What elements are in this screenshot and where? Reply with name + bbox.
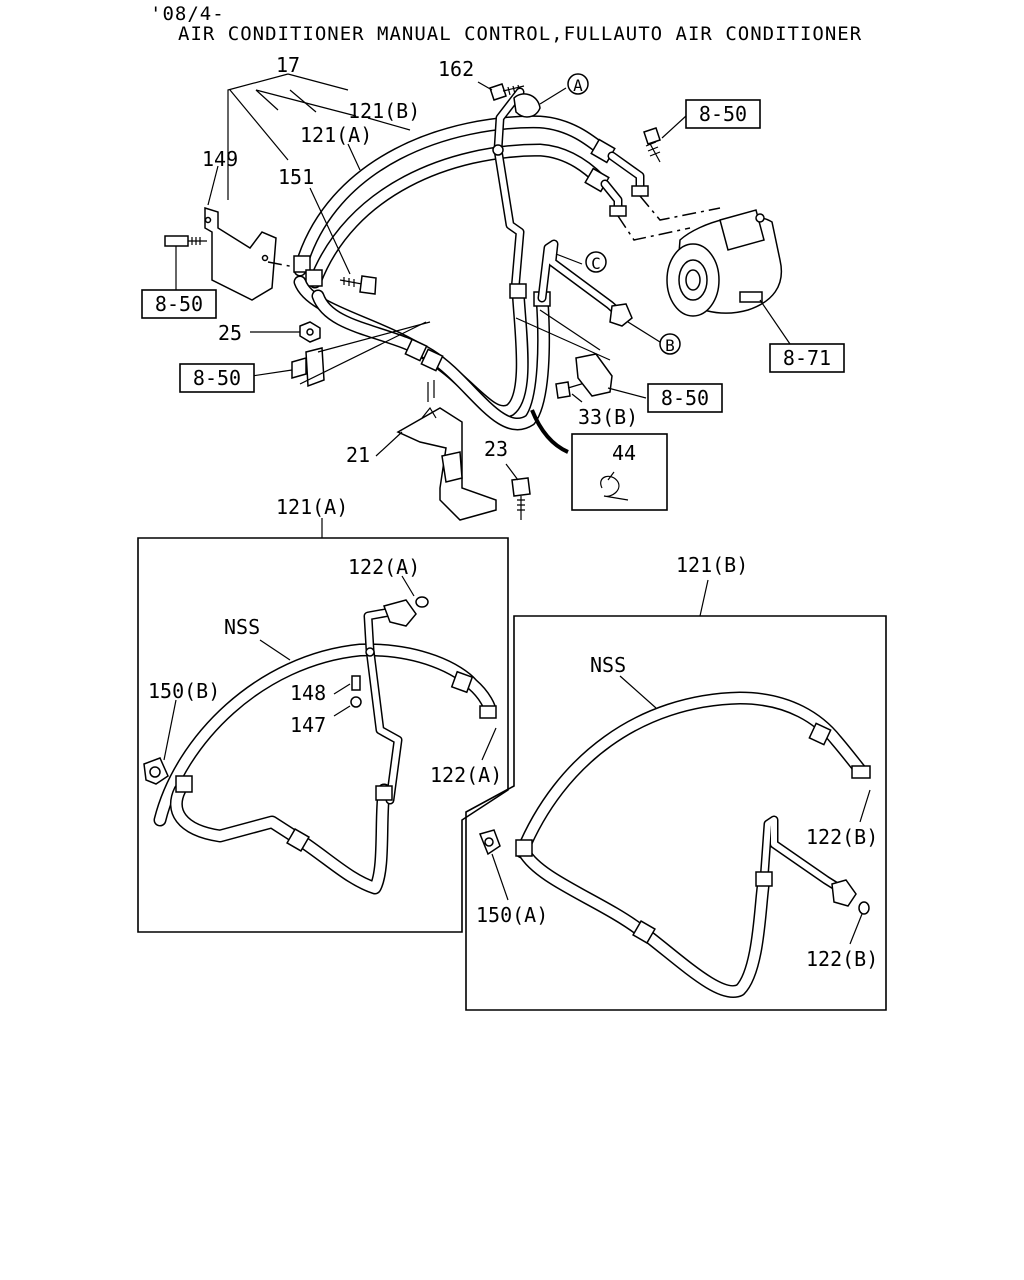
ref-8-50-top-right: 8-50 <box>699 102 747 126</box>
clamp-left <box>291 321 431 388</box>
ref-box-4[interactable]: 8-50 <box>647 383 723 413</box>
callout-a: A <box>573 76 583 95</box>
label-122b-1: 122(B) <box>806 825 878 849</box>
section-121b: 121(B) NSS 150(A) 122(B) 122(B) <box>465 553 887 1011</box>
label-150a: 150(A) <box>476 903 548 927</box>
bolt-151 <box>267 261 377 295</box>
bolt-23 <box>511 477 531 520</box>
label-121b-top: 121(B) <box>348 99 420 123</box>
label-nss-a: NSS <box>224 615 260 639</box>
ref-8-50-mid-left: 8-50 <box>193 366 241 390</box>
callout-a-circle <box>567 73 589 95</box>
label-148: 148 <box>290 681 326 705</box>
label-121b-section: 121(B) <box>676 553 748 577</box>
label-151: 151 <box>278 165 314 189</box>
ref-box-1[interactable]: 8-50 <box>685 99 761 129</box>
ref-box-3[interactable]: 8-50 <box>179 363 255 393</box>
label-122a-2: 122(A) <box>430 763 502 787</box>
ref-8-50-right: 8-50 <box>661 386 709 410</box>
label-147: 147 <box>290 713 326 737</box>
ref-box-2[interactable]: 8-50 <box>141 289 217 319</box>
label-nss-b: NSS <box>590 653 626 677</box>
label-149: 149 <box>202 147 238 171</box>
bracket-149 <box>204 206 277 301</box>
label-122b-2: 122(B) <box>806 947 878 971</box>
bracket-21 <box>396 380 497 521</box>
label-162: 162 <box>438 57 474 81</box>
label-44: 44 <box>612 441 636 465</box>
label-25: 25 <box>218 321 242 345</box>
label-121a-top: 121(A) <box>300 123 372 147</box>
ref-box-871[interactable]: 8-71 <box>769 343 845 373</box>
label-21: 21 <box>346 443 370 467</box>
callout-b: B <box>665 336 675 355</box>
compressor <box>666 209 783 317</box>
bolt-33b <box>515 309 613 399</box>
label-33b: 33(B) <box>578 405 638 429</box>
label-23: 23 <box>484 437 508 461</box>
ref-8-71: 8-71 <box>783 346 831 370</box>
diagram-title: AIR CONDITIONER MANUAL CONTROL,FULLAUTO … <box>178 23 862 45</box>
box-44 <box>571 433 668 511</box>
section-121a: 121(A) 122(A) <box>137 495 509 933</box>
date-code: '08/4- <box>150 3 225 25</box>
bolt-149 <box>164 235 207 247</box>
label-121a-section: 121(A) <box>276 495 348 519</box>
nut-25 <box>299 321 321 343</box>
label-150b: 150(B) <box>148 679 220 703</box>
callout-b-circle <box>659 333 681 355</box>
bolt-compressor <box>643 127 661 163</box>
top-assembly: A C B 8-50 8-50 8-50 8-50 8-71 17 162 12… <box>141 53 845 521</box>
label-17: 17 <box>276 53 300 77</box>
label-122a-1: 122(A) <box>348 555 420 579</box>
callout-c: C <box>591 254 601 273</box>
ref-8-50-left: 8-50 <box>155 292 203 316</box>
callout-c-circle <box>585 251 607 273</box>
